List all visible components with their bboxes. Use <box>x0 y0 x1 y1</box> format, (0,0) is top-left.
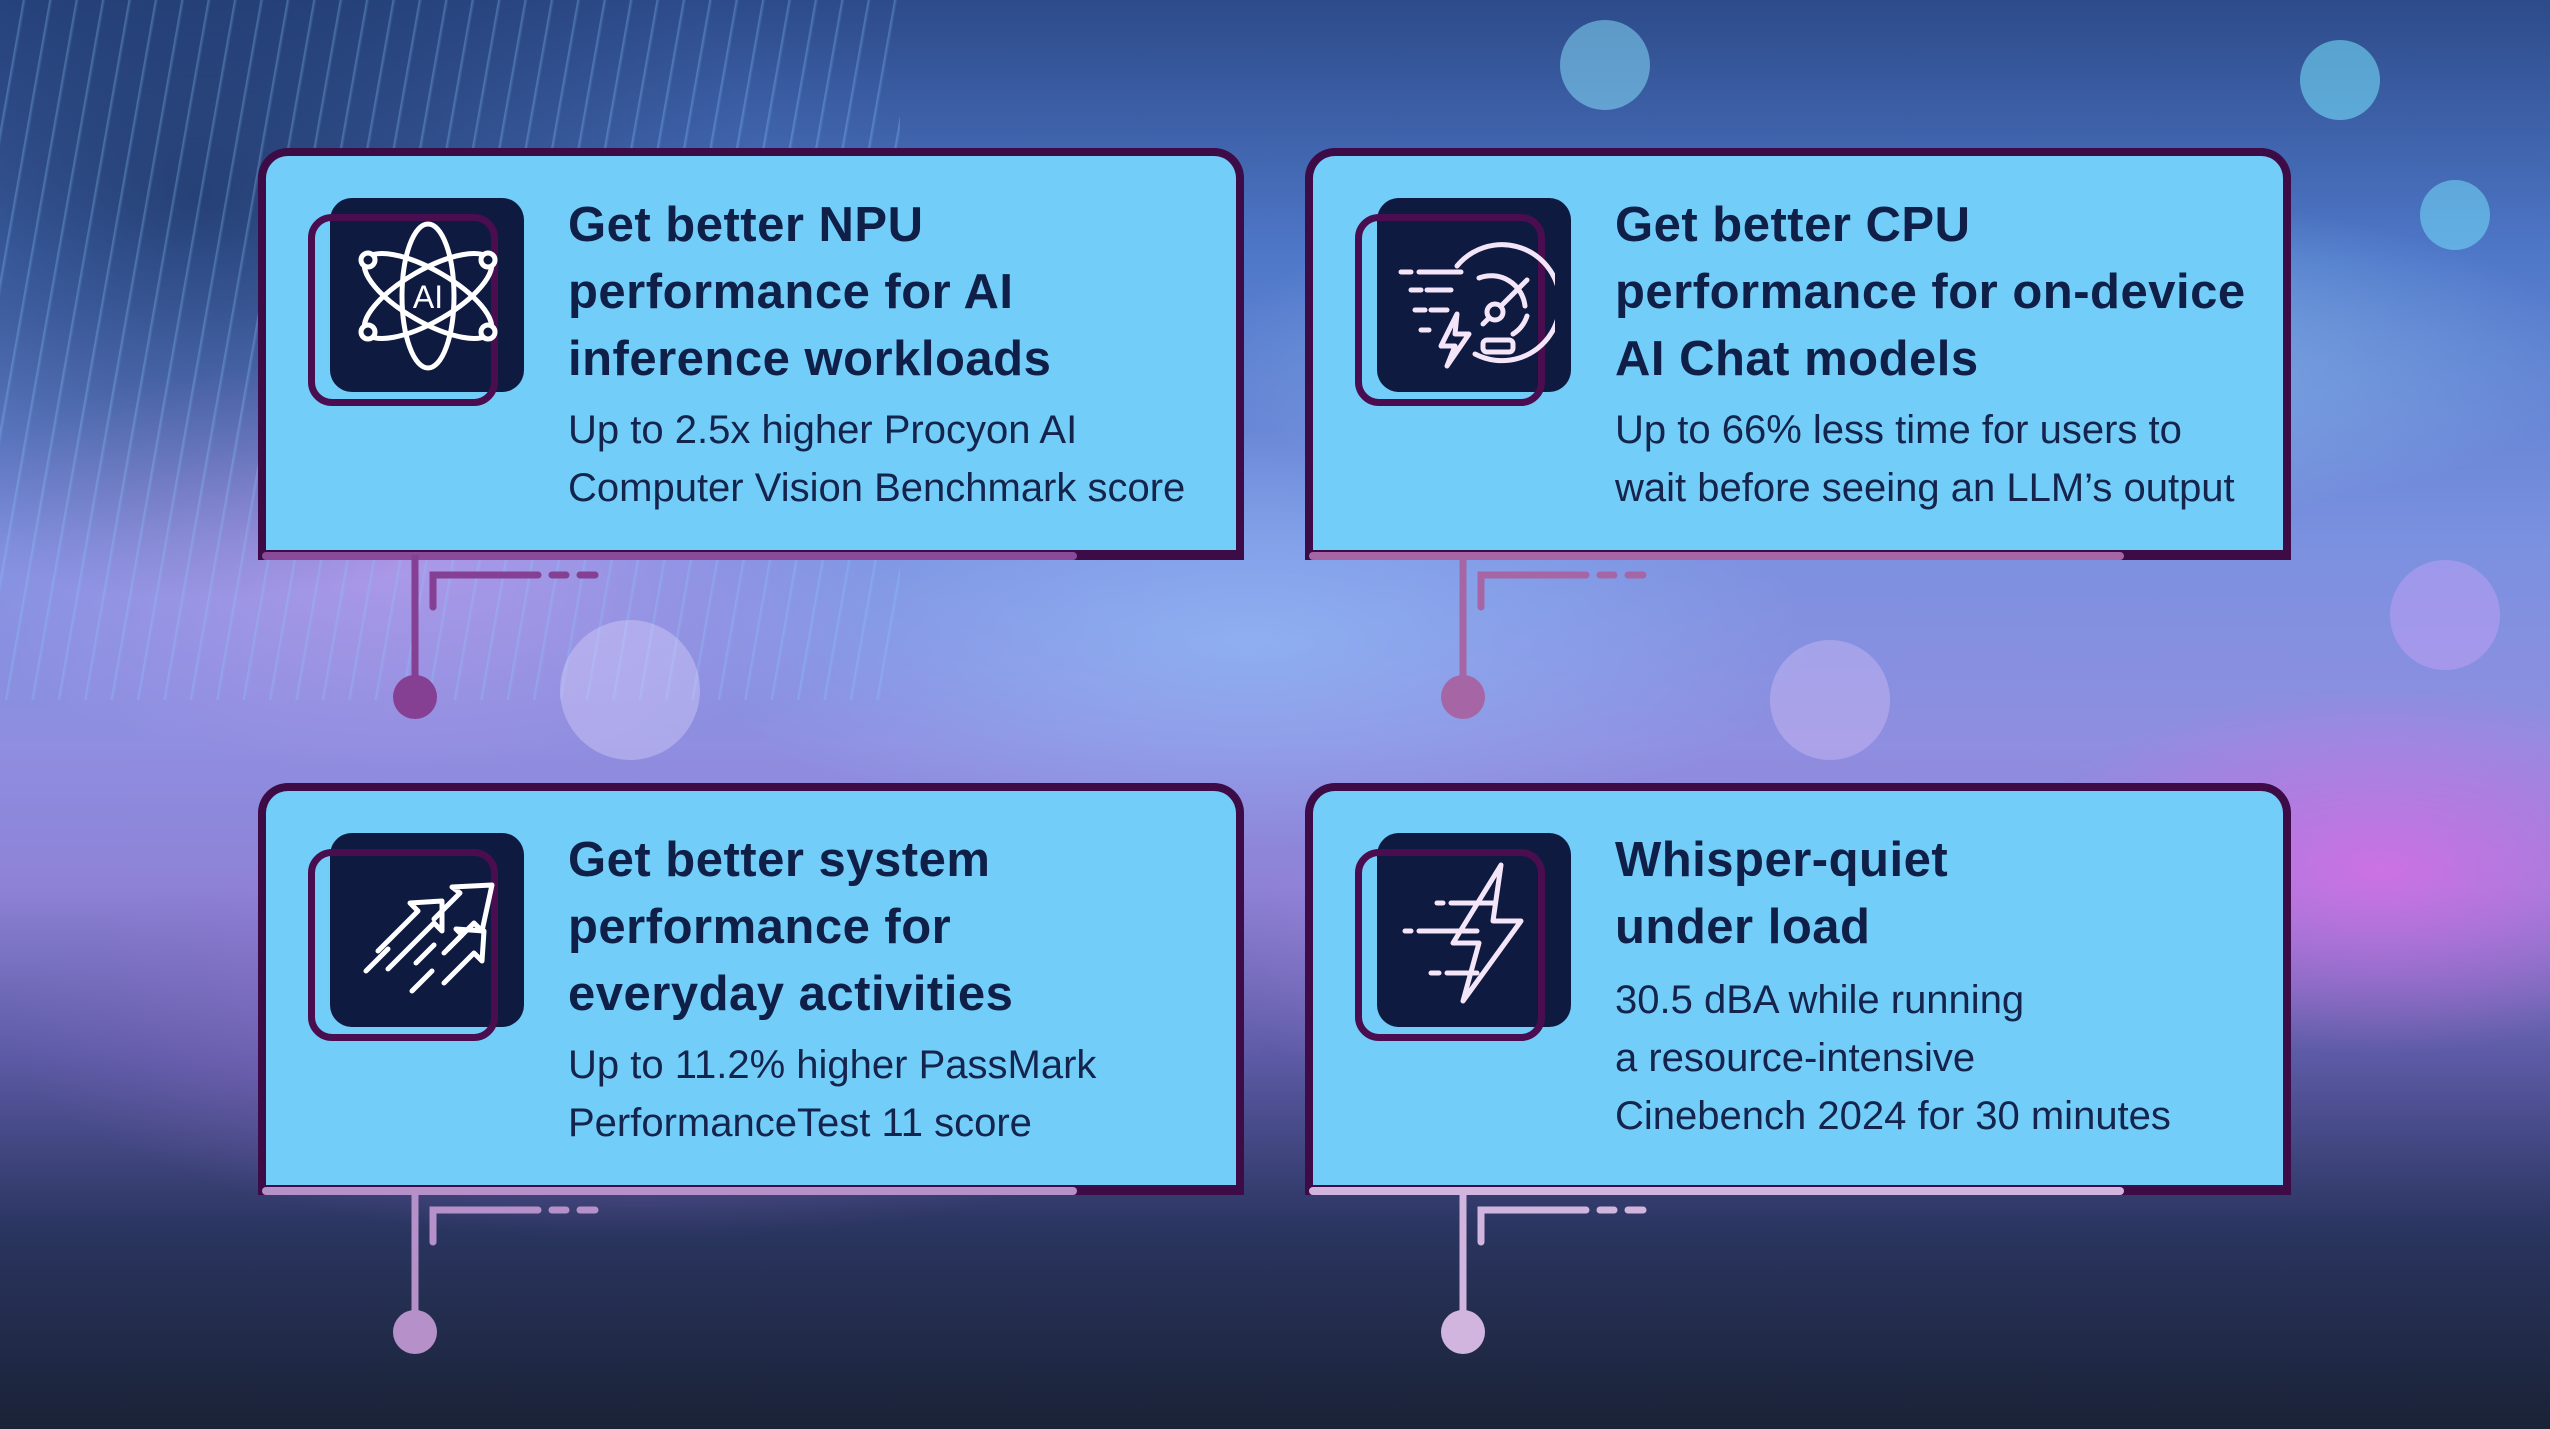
icon-badge <box>1355 198 1575 418</box>
card-title: Get better NPU performance for AI infere… <box>568 198 1052 386</box>
connector-line <box>393 1190 599 1354</box>
connector-line <box>1441 1190 1647 1354</box>
rising-arrows-icon <box>363 882 495 994</box>
svg-text:AI: AI <box>413 279 443 315</box>
background-bokeh <box>1560 20 1650 110</box>
background-bokeh <box>2390 560 2500 670</box>
card-description: 30.5 dBA while running a resource-intens… <box>1615 978 2171 1138</box>
feature-card-cpu: Get better CPU performance for on-device… <box>1305 148 2291 560</box>
background-bokeh <box>2420 180 2490 250</box>
background-bokeh <box>2300 40 2380 120</box>
icon-badge: AI <box>308 198 528 418</box>
background-bokeh <box>560 620 700 760</box>
feature-card-acoustics: Whisper-quiet under load 30.5 dBA while … <box>1305 783 2291 1195</box>
lightning-bolt-icon <box>1402 862 1524 1004</box>
card-description: Up to 11.2% higher PassMark PerformanceT… <box>568 1043 1097 1145</box>
card-accent-bar <box>262 1187 1077 1195</box>
card-description: Up to 66% less time for users to wait be… <box>1615 408 2235 510</box>
feature-card-npu: AI Get better NPU performance for AI inf… <box>258 148 1244 560</box>
card-title: Get better CPU performance for on-device… <box>1615 198 2246 386</box>
card-accent-bar <box>1309 552 2124 560</box>
card-description: Up to 2.5x higher Procyon AI Computer Vi… <box>568 408 1186 510</box>
icon-badge <box>308 833 528 1053</box>
card-title: Whisper-quiet under load <box>1615 833 1949 954</box>
background-bokeh <box>1770 640 1890 760</box>
speedometer-bolt-icon <box>1398 242 1555 369</box>
card-title: Get better system performance for everyd… <box>568 833 1014 1021</box>
card-accent-bar <box>1309 1187 2124 1195</box>
card-accent-bar <box>262 552 1077 560</box>
icon-badge <box>1355 833 1575 1053</box>
feature-card-system: Get better system performance for everyd… <box>258 783 1244 1195</box>
connector-line <box>393 555 599 719</box>
atom-ai-icon: AI <box>358 221 498 371</box>
connector-line <box>1441 555 1647 719</box>
